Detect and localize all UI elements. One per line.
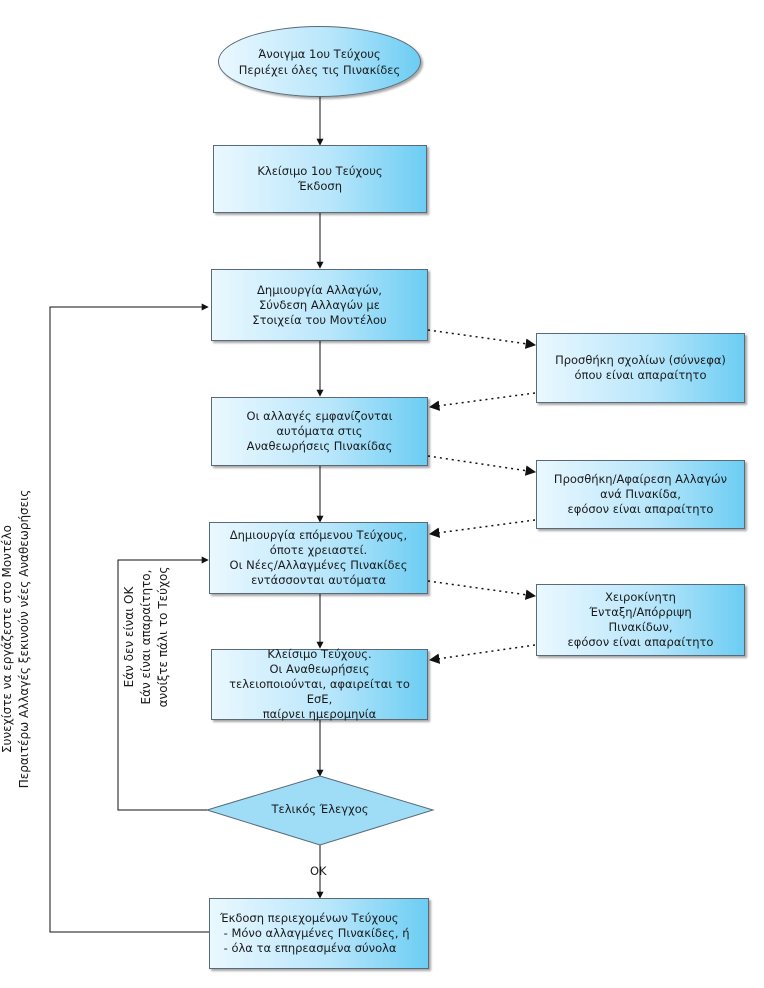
step-close-first-issue-line-2: Έκδοση — [297, 179, 342, 193]
step-close-issue: Κλείσιμο Τεύχους. Οι Αναθεωρήσεις τελειο… — [211, 647, 428, 721]
side-manual-include-line-1: Χειροκίνητη — [605, 590, 676, 604]
step-auto-revisions-line-1: Οι αλλαγές εμφανίζονται — [246, 409, 393, 423]
side-add-remove-line-2: ανά Πινακίδα, — [600, 487, 681, 501]
side-add-remove-line-3: εφόσον είναι απαραίτητο — [567, 502, 714, 516]
loop-inner-line-2: Εάν είναι απαραίτητο, — [139, 569, 153, 705]
step-close-first-issue-line-1: Κλείσιμο 1ου Τεύχους — [257, 164, 383, 178]
dotted-from-comments — [428, 392, 536, 411]
side-manual-include-line-2: Ένταξη/Απόρριψη — [589, 605, 692, 619]
step-close-issue-line-2: Οι Αναθεωρήσεις — [269, 662, 370, 676]
loop-inner-line-1: Εάν δεν είναι OK — [122, 586, 136, 688]
step-create-changes: Δημιουργία Αλλαγών, Σύνδεση Αλλαγών με Σ… — [211, 269, 428, 341]
side-add-comments: Προσθήκη σχολίων (σύννεφα) όπου είναι απ… — [536, 333, 745, 403]
step-create-changes-line-2: Σύνδεση Αλλαγών με — [259, 297, 380, 312]
step-next-issue: Δημιουργία επόμενου Τεύχους, όποτε χρεια… — [209, 522, 428, 594]
ok-label: OK — [310, 864, 327, 878]
start-line-2: Περιέχει όλες τις Πινακίδες — [238, 62, 401, 77]
decision-label: Τελικός Έλεγχος — [271, 802, 369, 816]
side-add-remove-changes: Προσθήκη/Αφαίρεση Αλλαγών ανά Πινακίδα, … — [536, 460, 745, 529]
step-publish-issue: Έκδοση περιεχομένων Τεύχους - Μόνο αλλαγ… — [209, 898, 429, 969]
step-close-issue-line-4: παίρνει ημερομηνία — [262, 707, 377, 721]
side-add-comments-line-1: Προσθήκη σχολίων (σύννεφα) — [555, 353, 726, 367]
dotted-from-manual — [428, 644, 536, 664]
loop-inner-line-3: ανοίξτε πάλι το Τεύχος — [156, 566, 170, 708]
dotted-to-add-remove — [427, 455, 537, 476]
loop-outer-label: Συνεχίστε να εργάζεστε στο Μοντέλο Περαι… — [0, 474, 37, 804]
step-create-changes-line-1: Δημιουργία Αλλαγών, — [257, 282, 382, 297]
dotted-to-manual — [427, 580, 537, 600]
start-ellipse: Άνοιγμα 1ου Τεύχους Περιέχει όλες τις Πι… — [218, 26, 421, 97]
step-close-issue-line-3: τελειοποιούνται, αφαιρείται το ΕσΕ, — [229, 677, 410, 706]
dotted-to-comments — [427, 329, 537, 349]
loop-outer-line — [49, 303, 210, 933]
dotted-from-add-remove — [428, 519, 536, 538]
step-publish-line-1: Έκδοση περιεχομένων Τεύχους — [220, 911, 399, 925]
loop-inner-label: Εάν δεν είναι OK Εάν είναι απαραίτητο, α… — [121, 527, 175, 747]
start-line-1: Άνοιγμα 1ου Τεύχους — [258, 46, 381, 61]
step-auto-revisions: Οι αλλαγές εμφανίζονται αυτόματα στις Αν… — [211, 397, 428, 466]
step-create-changes-line-3: Στοιχεία του Μοντέλου — [252, 312, 387, 327]
step-auto-revisions-line-2: αυτόματα στις — [276, 424, 363, 438]
loop-outer-line-1: Συνεχίστε να εργάζεστε στο Μοντέλο — [0, 524, 14, 754]
step-close-first-issue: Κλείσιμο 1ου Τεύχους Έκδοση — [213, 145, 427, 213]
step-next-issue-line-3: Οι Νέες/Αλλαγμένες Πινακίδες — [229, 558, 408, 572]
side-add-comments-line-2: όπου είναι απαραίτητο — [574, 368, 707, 382]
loop-outer-line-2: Περαιτέρω Αλλαγές ξεκινούν νέες Αναθεωρή… — [17, 489, 31, 789]
side-manual-include: Χειροκίνητη Ένταξη/Απόρριψη Πινακίδων, ε… — [536, 584, 745, 656]
step-next-issue-line-4: εντάσσονται αυτόματα — [251, 573, 386, 587]
step-next-issue-line-2: όποτε χρειαστεί. — [269, 543, 368, 557]
loop-inner-line — [117, 556, 209, 811]
step-close-issue-line-1: Κλείσιμο Τεύχους. — [267, 647, 372, 661]
decision-diamond — [205, 775, 435, 846]
step-next-issue-line-1: Δημιουργία επόμενου Τεύχους, — [229, 528, 408, 542]
side-manual-include-line-3: Πινακίδων, — [608, 620, 673, 634]
side-manual-include-line-4: εφόσον είναι απαραίτητο — [567, 635, 714, 649]
step-publish-line-2: - Μόνο αλλαγμένες Πινακίδες, ή — [220, 926, 410, 940]
side-add-remove-line-1: Προσθήκη/Αφαίρεση Αλλαγών — [553, 472, 728, 486]
step-publish-line-3: - όλα τα επηρεασμένα σύνολα — [220, 941, 397, 955]
step-auto-revisions-line-3: Αναθεωρήσεις Πινακίδας — [246, 439, 393, 453]
